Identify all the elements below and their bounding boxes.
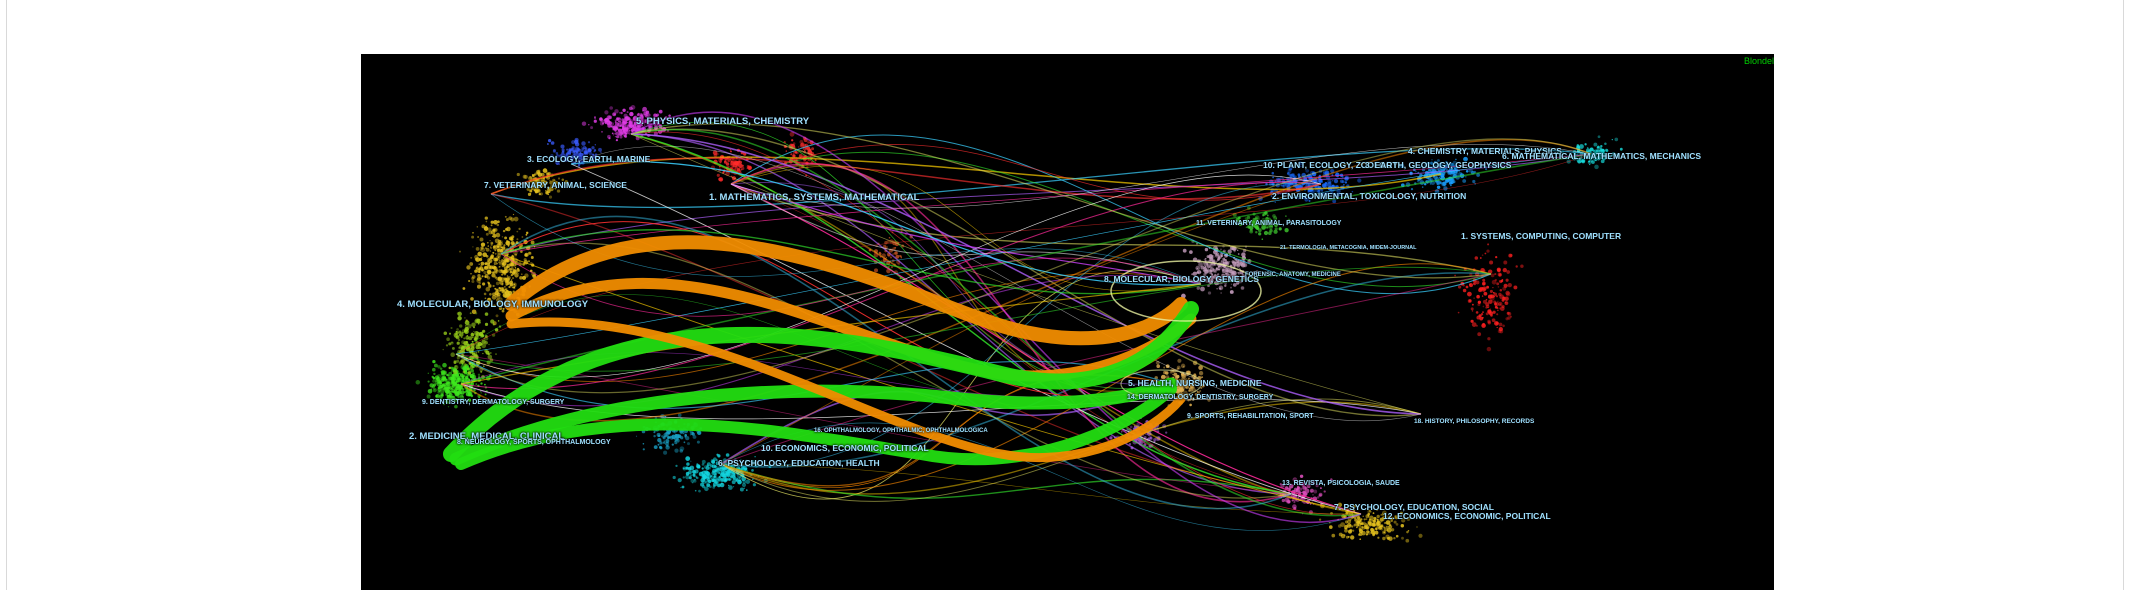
citation-link <box>730 134 1492 295</box>
citation-link <box>570 163 1362 515</box>
citation-link <box>630 128 1422 417</box>
left-label-ophthalmology: 16. OPHTHALMOLOGY, OPHTHALMIC, OPHTHALMO… <box>814 428 988 434</box>
right-label-sports: 9. SPORTS, REHABILITATION, SPORT <box>1187 413 1314 420</box>
citation-link <box>730 183 1292 495</box>
point-cloud-20 <box>1232 206 1291 240</box>
citation-link <box>720 273 1492 465</box>
right-label-mathematical: 6. MATHEMATICAL, MATHEMATICS, MECHANICS <box>1502 151 1702 161</box>
citation-link <box>630 128 1362 517</box>
right-label-psychology-social: 7. PSYCHOLOGY, EDUCATION, SOCIAL <box>1334 502 1494 512</box>
main-flow-5 <box>506 317 1186 462</box>
citation-link <box>490 147 1592 209</box>
citation-link <box>570 145 1422 421</box>
right-label-earth: 3. EARTH, GEOLOGY, GEOPHYSICS <box>1365 160 1512 170</box>
main-flow-4 <box>455 383 1177 470</box>
main-flow-0 <box>504 235 1188 346</box>
citation-link <box>720 183 1322 465</box>
right-label-systems: 1. SYSTEMS, COMPUTING, COMPUTER <box>1461 231 1622 241</box>
citation-link <box>570 160 1202 286</box>
right-label-veterinary: 11. VETERINARY, ANIMAL, PARASITOLOGY <box>1196 220 1342 227</box>
citation-link <box>455 353 1292 495</box>
point-cloud-15 <box>1454 243 1524 352</box>
citation-link <box>730 183 1362 515</box>
right-label-history: 18. HISTORY, PHILOSOPHY, RECORDS <box>1414 418 1535 425</box>
right-label-revista: 13. REVISTA, PSICOLOGIA, SAUDE <box>1282 480 1400 487</box>
main-flow-2 <box>443 301 1199 462</box>
right-label-plant: 10. PLANT, ECOLOGY, ZOOLOGY <box>1263 160 1399 170</box>
citation-link <box>490 157 1322 200</box>
citation-link <box>630 133 1422 415</box>
citation-link <box>720 463 1362 515</box>
citation-link <box>500 229 1202 295</box>
left-label-dentistry: 9. DENTISTRY, DERMATOLOGY, SURGERY <box>422 399 565 406</box>
citation-link <box>500 153 1592 255</box>
right-label-health-nursing: 5. HEALTH, NURSING, MEDICINE <box>1128 378 1262 388</box>
right-label-economics: 12. ECONOMICS, ECONOMIC, POLITICAL <box>1383 511 1551 521</box>
citation-link <box>630 133 1362 515</box>
citation-link <box>490 156 1442 195</box>
citation-link <box>630 133 1292 495</box>
right-label-environmental: 2. ENVIRONMENTAL, TOXICOLOGY, NUTRITION <box>1272 191 1467 201</box>
right-label-forensic: FORENSIC, ANATOMY, MEDICINE <box>1245 272 1341 278</box>
citation-link <box>630 111 1362 523</box>
citation-link <box>730 144 1322 201</box>
citation-link <box>730 165 1202 292</box>
left-label-ecology: 3. ECOLOGY, EARTH, MARINE <box>527 154 651 164</box>
citation-link <box>455 138 1592 394</box>
citation-link <box>630 123 1492 279</box>
highlight-ellipses <box>1110 260 1262 399</box>
highlight-ellipse-health <box>1120 369 1202 399</box>
right-label-termologia: 21. TERMOLOGIA, METACOGNIA, MIDEM-JOURNA… <box>1280 245 1417 251</box>
main-flow-3 <box>449 377 1178 466</box>
right-label-chemistry: 4. CHEMISTRY, MATERIALS, PHYSICS <box>1408 146 1562 156</box>
citation-link <box>460 274 1202 407</box>
citation-link <box>460 139 1592 422</box>
left-label-physics: 5. PHYSICS, MATERIALS, CHEMISTRY <box>636 116 810 127</box>
left-label-molecular-immunology: 4. MOLECULAR, BIOLOGY, IMMUNOLOGY <box>397 299 589 310</box>
left-label-veterinary: 7. VETERINARY, ANIMAL, SCIENCE <box>484 180 627 190</box>
highlight-ellipse-molecular <box>1110 260 1262 322</box>
citation-link <box>730 183 1202 285</box>
point-cloud-6 <box>546 137 602 171</box>
page-frame <box>6 0 2124 590</box>
citation-link <box>730 183 1202 285</box>
left-label-neurology: 8. NEUROLOGY, SPORTS, OPHTHALMOLOGY <box>457 439 611 446</box>
citation-link <box>730 183 1492 275</box>
algorithm-name: Blondel <box>1743 56 1774 66</box>
main-citation-flows <box>443 235 1199 470</box>
citation-flow-canvas <box>415 105 1623 543</box>
citation-link <box>500 253 1202 317</box>
left-label-psychology: 6. PSYCHOLOGY, EDUCATION, HEALTH <box>718 458 880 468</box>
right-label-molecular-genetics: 8. MOLECULAR, BIOLOGY, GENETICS <box>1104 274 1259 284</box>
point-cloud-11 <box>1181 239 1259 299</box>
left-label-medicine: 2. MEDICINE, MEDICAL, CLINICAL <box>409 431 565 442</box>
left-label-mathematics: 1. MATHEMATICS, SYSTEMS, MATHEMATICAL <box>709 192 920 203</box>
right-label-dermatology: 14. DERMATOLOGY, DENTISTRY, SURGERY <box>1127 394 1274 401</box>
citation-link <box>500 221 1172 398</box>
point-cloud-18 <box>1278 474 1333 515</box>
citation-link <box>720 422 1362 531</box>
dual-map-overlay: Blondel 5. PHYSICS, MATERIALS, CHEMISTRY… <box>361 54 1774 590</box>
citation-link <box>720 463 1292 499</box>
citation-link <box>730 163 1292 503</box>
left-label-economics: 10. ECONOMICS, ECONOMIC, POLITICAL <box>761 443 929 453</box>
citation-link <box>630 133 1422 415</box>
